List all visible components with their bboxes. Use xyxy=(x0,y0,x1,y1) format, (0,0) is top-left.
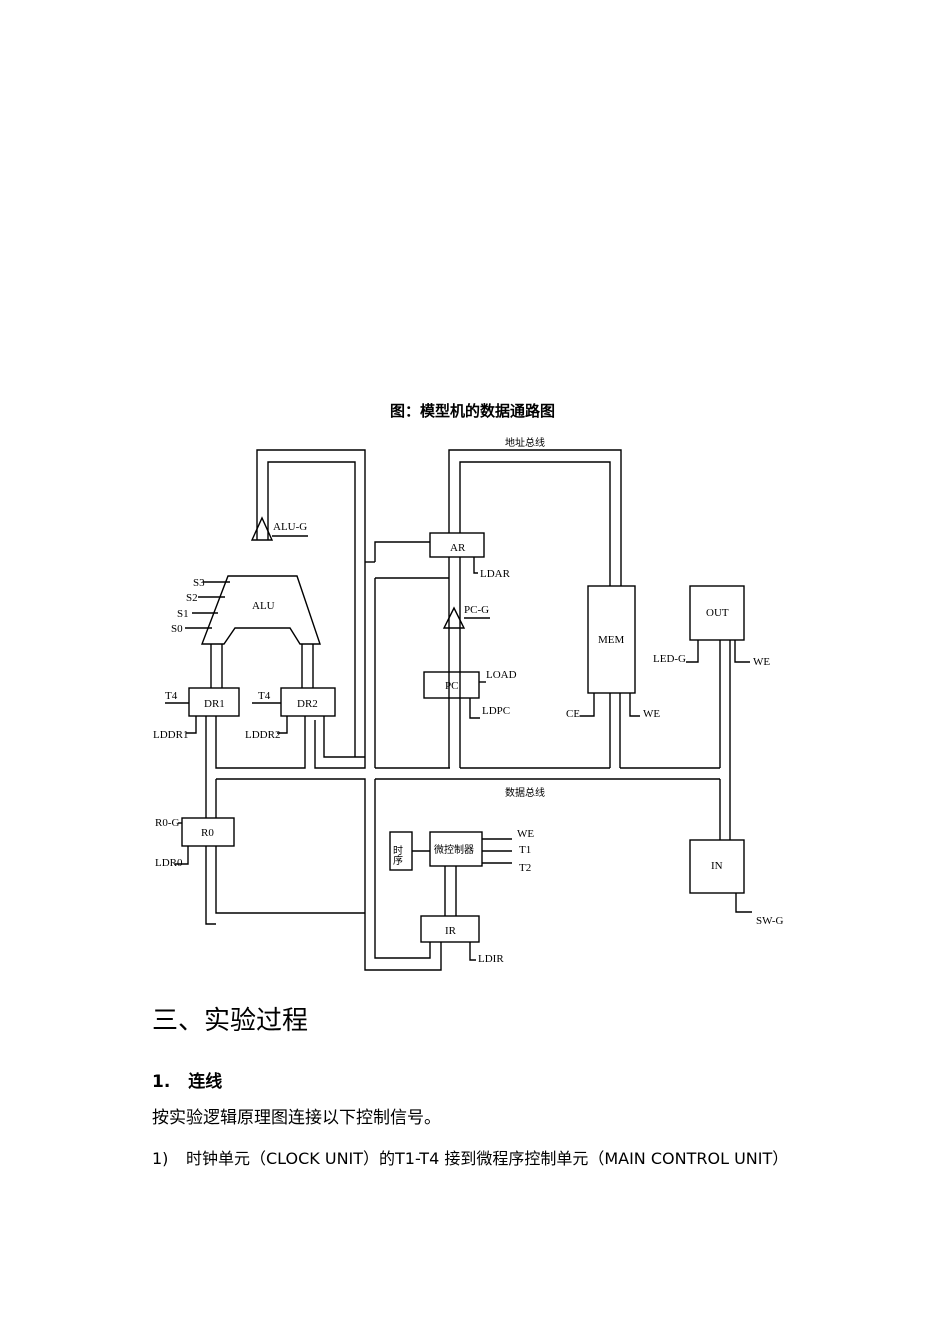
dr1-register xyxy=(188,687,240,717)
dr2-register xyxy=(280,687,336,717)
mem-block xyxy=(587,585,636,694)
alu-g-buffer xyxy=(250,516,274,541)
r0-register xyxy=(181,817,235,847)
r0-label: R0 xyxy=(201,827,214,839)
pc-g-label: PC-G xyxy=(464,604,489,616)
mem-label: MEM xyxy=(598,634,625,646)
list-item: 1) 时钟单元（CLOCK UNIT）的T1-T4 接到微程序控制单元（MAIN … xyxy=(152,1145,788,1169)
alu-g-label: ALU-G xyxy=(273,521,307,533)
we-out-label: WE xyxy=(753,656,770,668)
list-item-number: 1) xyxy=(152,1149,169,1168)
document-page xyxy=(8,20,937,1330)
figure-title: 图：模型机的数据通路图 xyxy=(389,402,555,420)
ldr0-label: LDR0 xyxy=(155,857,183,869)
body-paragraph: 按实验逻辑原理图连接以下控制信号。 xyxy=(152,1108,441,1128)
pc-register xyxy=(423,671,480,699)
ar-label: AR xyxy=(450,542,466,554)
pc-g-buffer xyxy=(442,606,466,629)
pc-label: PC xyxy=(445,680,458,692)
s1-label: S1 xyxy=(177,608,189,620)
lddr1-label: LDDR1 xyxy=(153,729,188,741)
timing-label: 时序 xyxy=(391,845,403,866)
data-bus-label: 数据总线 xyxy=(505,786,545,799)
we-micro-label: WE xyxy=(517,828,534,840)
led-g-label: LED-G xyxy=(653,653,686,665)
dr2-label: DR2 xyxy=(297,698,318,710)
address-bus-label: 地址总线 xyxy=(505,436,545,449)
sw-g-label: SW-G xyxy=(756,915,784,927)
list-item-text: 时钟单元（CLOCK UNIT）的T1-T4 接到微程序控制单元（MAIN CO… xyxy=(186,1149,789,1168)
micro-controller-label: 微控制器 xyxy=(434,843,474,856)
in-label: IN xyxy=(711,860,723,872)
ar-register xyxy=(429,532,485,558)
alu-unit xyxy=(200,575,321,645)
t4-label-dr1: T4 xyxy=(165,690,178,702)
lddr2-label: LDDR2 xyxy=(245,729,280,741)
alu-label: ALU xyxy=(252,600,275,612)
t4-label-dr2: T4 xyxy=(258,690,271,702)
ldpc-label: LDPC xyxy=(482,705,510,717)
in-block xyxy=(689,839,745,894)
ldir-label: LDIR xyxy=(478,953,504,965)
alu-output-bus xyxy=(256,449,366,769)
t1-label: T1 xyxy=(519,844,531,856)
load-label: LOAD xyxy=(486,669,517,681)
subsection-number: 1. xyxy=(152,1072,171,1092)
r0-g-label: R0-G xyxy=(155,817,180,829)
datapath-diagram: 地址总线 数据总线 ALU-G ALU S3 S2 S1 S0 T4 T4 DR… xyxy=(153,436,784,971)
address-bus xyxy=(448,449,622,586)
t2-label: T2 xyxy=(519,862,531,874)
s3-label: S3 xyxy=(193,577,205,589)
we-mem-label: WE xyxy=(643,708,660,720)
s0-label: S0 xyxy=(171,623,183,635)
out-label: OUT xyxy=(706,607,729,619)
s2-label: S2 xyxy=(186,592,198,604)
subsection-heading: 1. 连线 xyxy=(152,1067,222,1092)
ce-label: CE xyxy=(566,708,580,720)
ldar-label: LDAR xyxy=(480,568,511,580)
dr1-label: DR1 xyxy=(204,698,225,710)
section-heading: 三、实验过程 xyxy=(152,1006,309,1036)
ir-label: IR xyxy=(445,925,457,937)
subsection-title: 连线 xyxy=(188,1072,223,1092)
ir-register xyxy=(420,915,480,943)
out-block xyxy=(689,585,745,641)
